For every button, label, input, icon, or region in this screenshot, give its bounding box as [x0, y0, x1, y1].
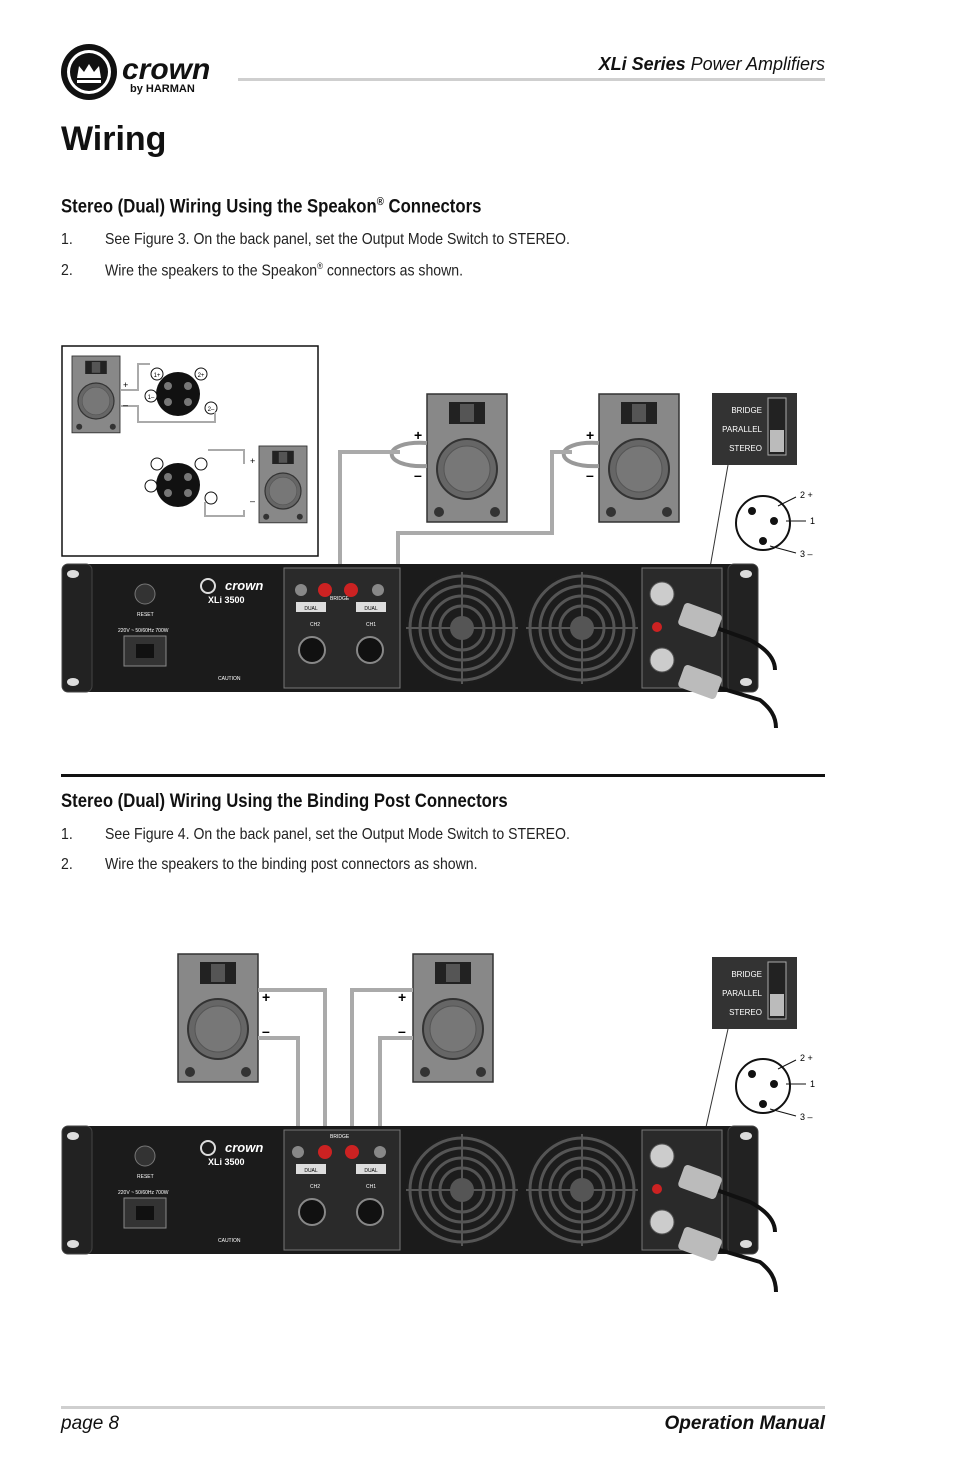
svg-text:220V ~ 50/60Hz 700W: 220V ~ 50/60Hz 700W — [118, 1190, 169, 1196]
speakon-connector-top: 1+ 2+ 1– 2– — [144, 367, 218, 416]
series-title: XLi Series Power Amplifiers — [598, 54, 825, 74]
svg-text:CH2: CH2 — [310, 622, 320, 628]
svg-text:DUAL: DUAL — [304, 606, 318, 612]
svg-text:3 –: 3 – — [800, 1112, 813, 1122]
crown-logo: crown by HARMAN — [61, 44, 210, 100]
section-divider — [61, 774, 825, 777]
svg-text:2 +: 2 + — [800, 1053, 813, 1063]
svg-text:BRIDGE: BRIDGE — [731, 970, 762, 979]
svg-text:–: – — [123, 400, 128, 410]
section1-step1: 1.See Figure 3. On the back panel, set t… — [61, 231, 570, 248]
svg-text:–: – — [414, 467, 422, 483]
svg-text:+: + — [414, 427, 422, 443]
svg-text:RESET: RESET — [137, 612, 154, 618]
speakon-wiring-diagram: 1+ 2+ 1– 2– + – + – + – + – BRIDGE PARAL… — [0, 345, 815, 729]
speaker-right — [598, 393, 680, 523]
svg-text:220V ~ 50/60Hz 700W: 220V ~ 50/60Hz 700W — [118, 628, 169, 634]
svg-text:+: + — [586, 427, 594, 443]
svg-text:BRIDGE: BRIDGE — [731, 406, 762, 415]
svg-text:DUAL: DUAL — [364, 606, 378, 612]
svg-text:BRIDGE: BRIDGE — [330, 1134, 350, 1140]
svg-text:XLi 3500: XLi 3500 — [208, 595, 245, 605]
svg-text:crown: crown — [122, 53, 210, 86]
svg-text:+: + — [262, 989, 270, 1005]
svg-text:XLi 3500: XLi 3500 — [208, 1157, 245, 1167]
svg-text:2–: 2– — [208, 407, 215, 413]
speakon-connector-bottom — [144, 457, 218, 507]
svg-text:1: 1 — [810, 1079, 815, 1089]
header-rule — [238, 78, 825, 81]
svg-text:–: – — [262, 1023, 270, 1039]
svg-text:–: – — [586, 467, 594, 483]
svg-text:STEREO: STEREO — [729, 444, 762, 453]
svg-text:STEREO: STEREO — [729, 1008, 762, 1017]
output-mode-switch-2: BRIDGE PARALLEL STEREO — [712, 957, 797, 1029]
manual-title: Operation Manual — [664, 1413, 825, 1434]
svg-text:2 +: 2 + — [800, 490, 813, 500]
svg-text:1+: 1+ — [154, 373, 161, 379]
svg-text:2+: 2+ — [198, 373, 205, 379]
svg-text:DUAL: DUAL — [304, 1168, 318, 1174]
svg-text:PARALLEL: PARALLEL — [722, 989, 762, 998]
svg-text:–: – — [398, 1023, 406, 1039]
svg-text:CH1: CH1 — [366, 622, 376, 628]
svg-text:RESET: RESET — [137, 1174, 154, 1180]
svg-text:CH1: CH1 — [366, 1184, 376, 1190]
page-title: Wiring — [61, 120, 167, 158]
svg-text:PARALLEL: PARALLEL — [722, 425, 762, 434]
svg-text:crown: crown — [225, 1140, 263, 1155]
svg-text:1: 1 — [810, 516, 815, 526]
svg-text:DUAL: DUAL — [364, 1168, 378, 1174]
xlr-pinout: 2 + 1 3 – — [735, 490, 815, 559]
xlr-pinout-2: 2 + 1 3 – — [735, 1053, 815, 1122]
amplifier-back-panel: crown XLi 3500 RESET 220V ~ 50/60Hz 700W… — [62, 564, 758, 692]
speaker-right-2 — [412, 953, 494, 1083]
svg-text:3 –: 3 – — [800, 549, 813, 559]
speaker-left — [426, 393, 508, 523]
amplifier-back-panel-2: crown XLi 3500 RESET 220V ~ 50/60Hz 700W… — [62, 1126, 758, 1254]
page-number: page 8 — [61, 1413, 120, 1434]
svg-text:1–: 1– — [148, 395, 155, 401]
footer-rule — [61, 1406, 825, 1409]
svg-text:+: + — [123, 380, 128, 390]
binding-post-wiring-diagram: + – + – BRIDGE PARALLEL STEREO 2 + 1 3 –… — [0, 953, 815, 1293]
svg-text:CAUTION: CAUTION — [218, 676, 241, 682]
svg-text:by HARMAN: by HARMAN — [130, 83, 195, 95]
svg-text:CAUTION: CAUTION — [218, 1238, 241, 1244]
svg-text:+: + — [250, 456, 255, 466]
svg-text:+: + — [398, 989, 406, 1005]
section1-heading: Stereo (Dual) Wiring Using the Speakon® … — [61, 196, 482, 218]
section2-heading: Stereo (Dual) Wiring Using the Binding P… — [61, 791, 508, 812]
output-mode-switch: BRIDGE PARALLEL STEREO — [712, 393, 797, 465]
svg-text:–: – — [250, 496, 255, 506]
speaker-left-2 — [177, 953, 259, 1083]
section2-step1: 1.See Figure 4. On the back panel, set t… — [61, 826, 570, 843]
section2-step2: 2.Wire the speakers to the binding post … — [61, 856, 478, 873]
section1-step2: 2.Wire the speakers to the Speakon® conn… — [61, 261, 464, 280]
svg-text:BRIDGE: BRIDGE — [330, 596, 350, 602]
svg-text:CH2: CH2 — [310, 1184, 320, 1190]
svg-text:crown: crown — [225, 578, 263, 593]
